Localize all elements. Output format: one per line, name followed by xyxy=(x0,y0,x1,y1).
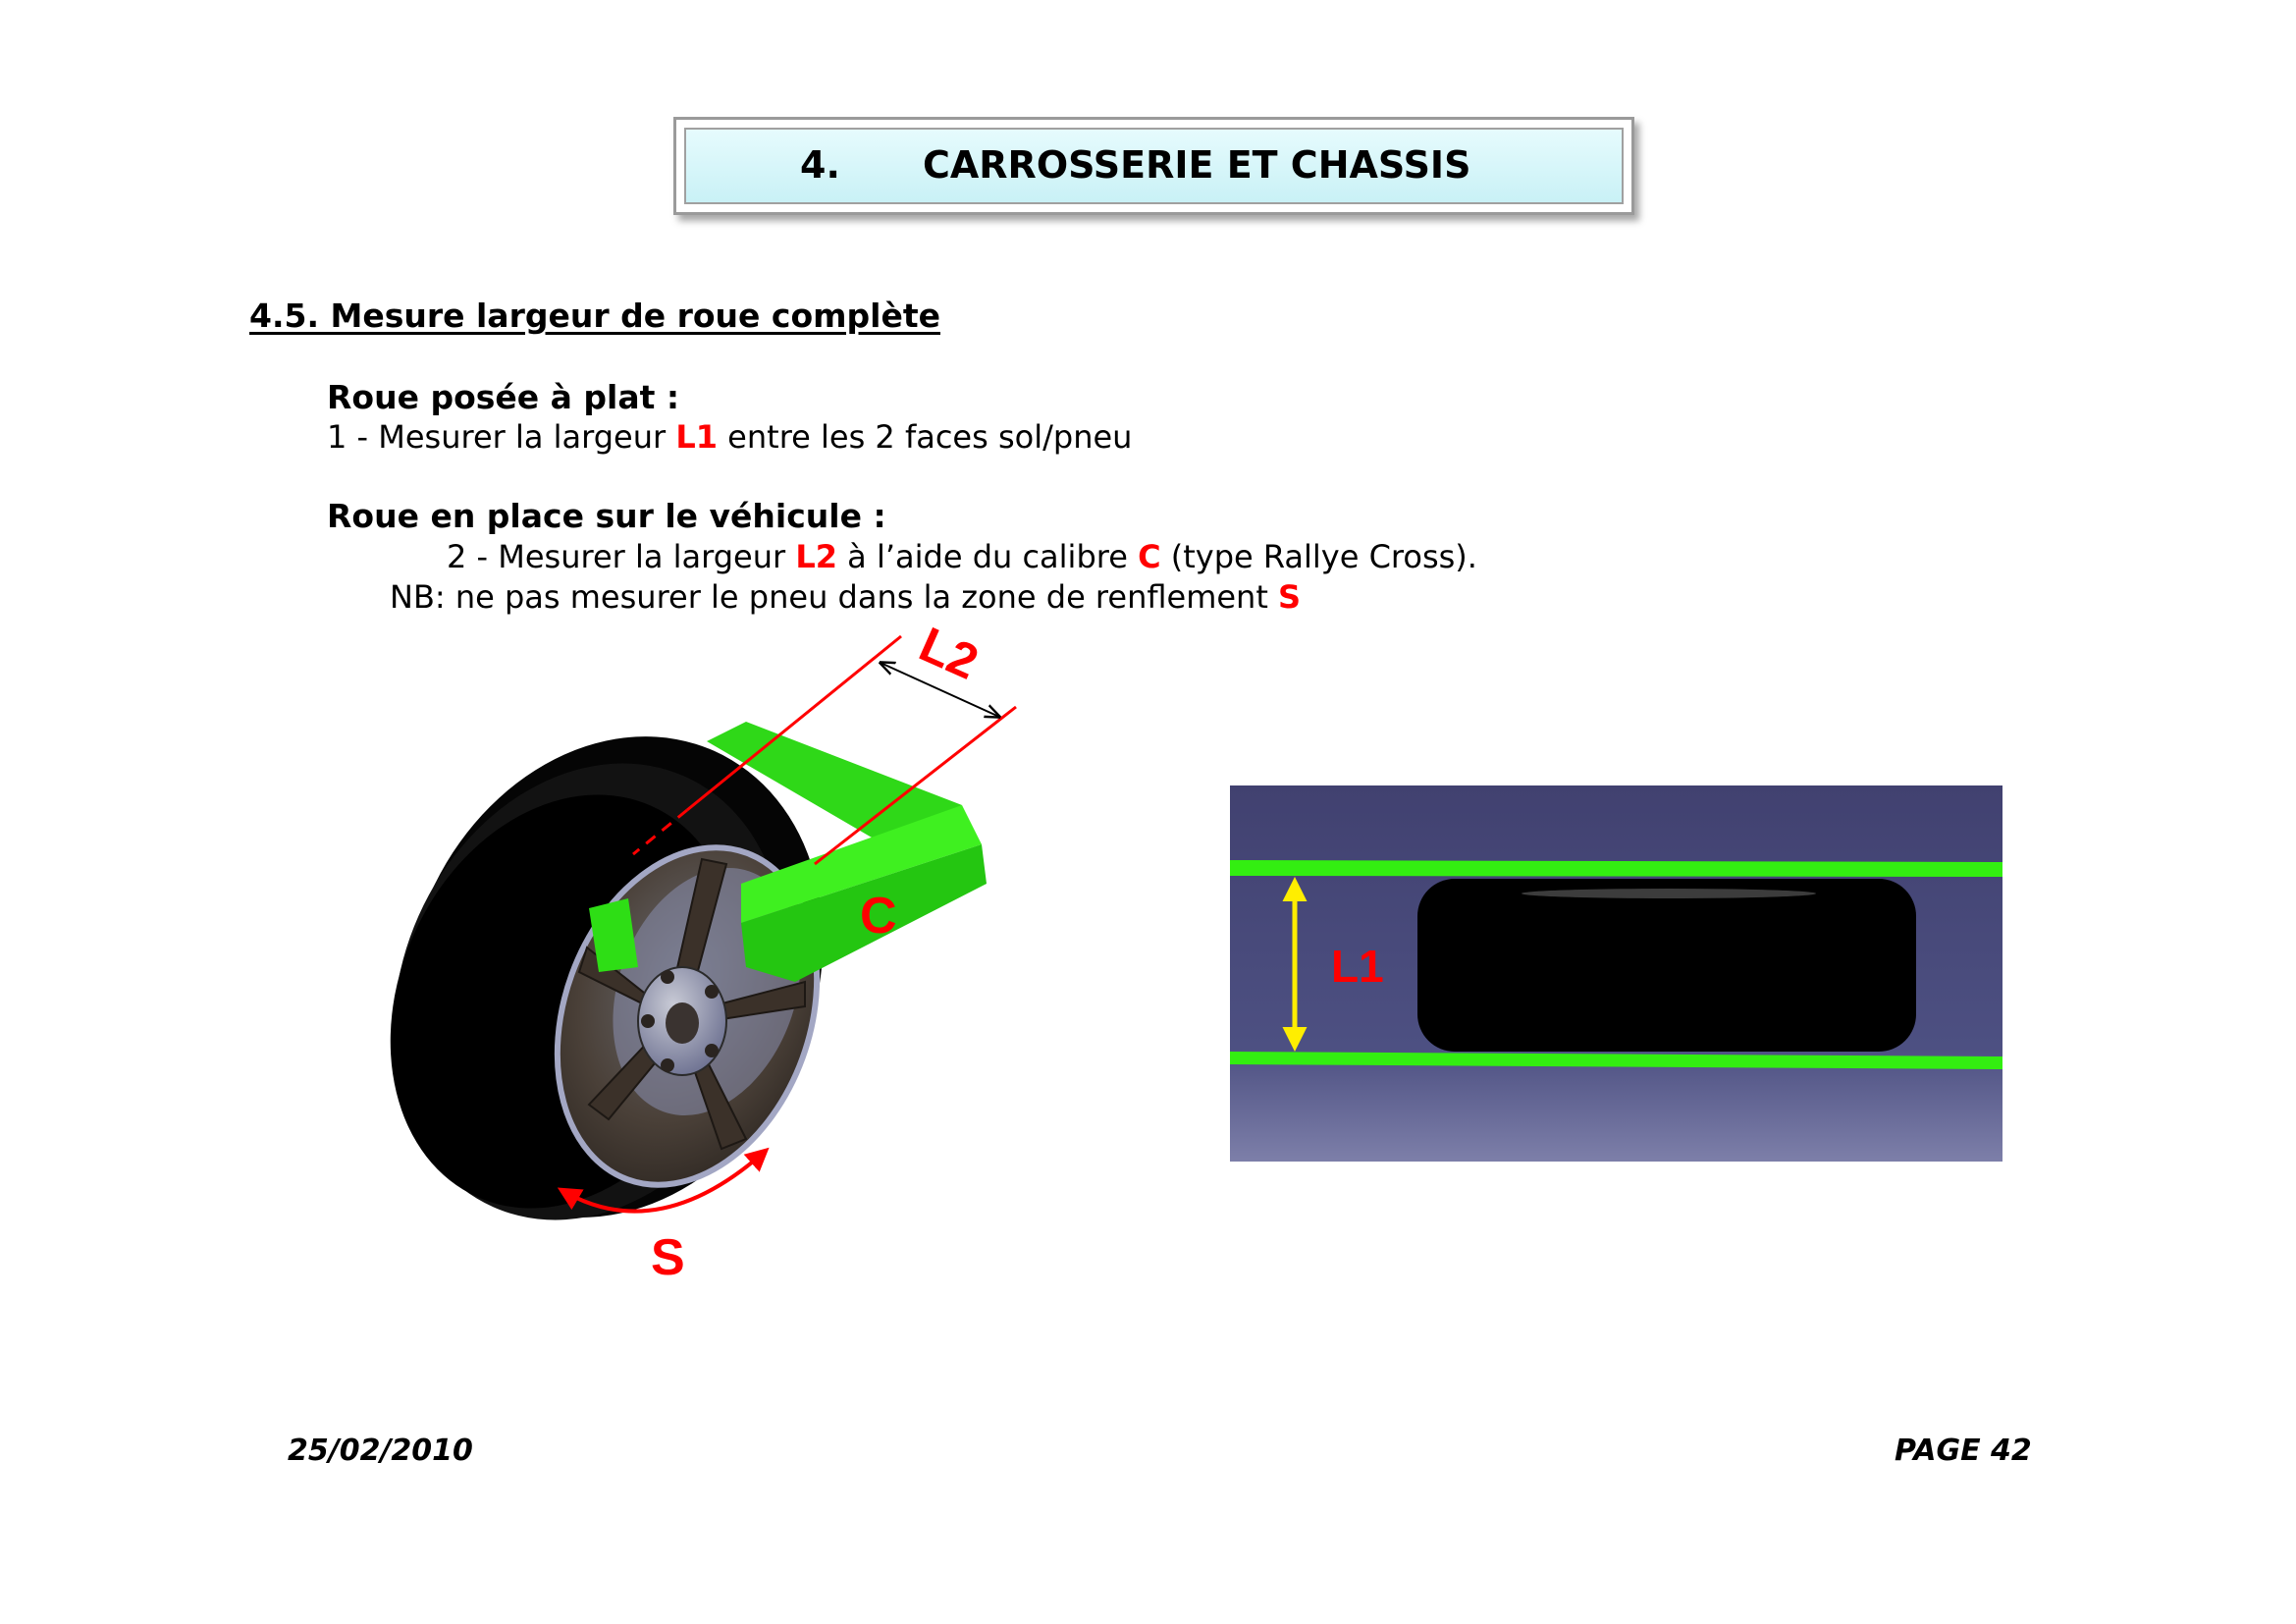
chapter-header-box xyxy=(673,117,1634,215)
chapter-title: CARROSSERIE ET CHASSIS xyxy=(923,143,1471,187)
section-title: 4.5. Mesure largeur de roue complète xyxy=(249,297,940,335)
vehicle-step: 2 - Mesurer la largeur L2 à l’aide du ca… xyxy=(447,538,1477,575)
label-l2: L2 xyxy=(912,617,987,690)
flat-step-suffix: entre les 2 faces sol/pneu xyxy=(718,418,1133,456)
lug-nuts xyxy=(641,970,719,1072)
flat-tyre-highlight xyxy=(1522,889,1816,898)
flat-step-code: L1 xyxy=(675,418,718,456)
lower-green-plate xyxy=(1230,1052,2002,1069)
label-s: S xyxy=(651,1229,685,1286)
l2-line-left xyxy=(686,634,902,812)
gauge-lower-arm xyxy=(589,898,638,972)
footer-page: PAGE 42 xyxy=(1895,1434,2032,1468)
flat-step: 1 - Mesurer la largeur L1 entre les 2 fa… xyxy=(327,418,1132,456)
nb-note: NB: ne pas mesurer le pneu dans la zone … xyxy=(390,578,1301,616)
vehicle-step-code2: C xyxy=(1138,538,1161,575)
l2-line-left-dashed xyxy=(632,808,688,856)
hub-cap xyxy=(666,1002,699,1044)
vehicle-step-mid: à l’aide du calibre xyxy=(837,538,1139,575)
vehicle-step-code: L2 xyxy=(795,538,837,575)
label-c: C xyxy=(860,888,897,945)
flat-tyre xyxy=(1417,879,1916,1052)
footer-date: 25/02/2010 xyxy=(288,1434,473,1468)
chapter-number: 4. xyxy=(800,143,840,187)
flat-step-prefix: 1 - Mesurer la largeur xyxy=(327,418,676,456)
gauge-back-face xyxy=(707,722,962,844)
upper-green-plate xyxy=(1230,860,2002,877)
vehicle-step-prefix: 2 - Mesurer la largeur xyxy=(447,538,796,575)
vehicle-step-suffix: (type Rallye Cross). xyxy=(1160,538,1477,575)
l2-dimension-arrow xyxy=(881,663,999,717)
gauge-front-face xyxy=(741,844,987,982)
vehicle-heading: Roue en place sur le véhicule : xyxy=(327,497,886,535)
l2-line-right xyxy=(814,705,1017,866)
gauge-top-face xyxy=(741,805,982,923)
nb-prefix: NB: ne pas mesurer le pneu dans la zone … xyxy=(390,578,1279,616)
s-bulge-arrow xyxy=(557,1147,770,1214)
flat-heading: Roue posée à plat : xyxy=(327,378,680,416)
chapter-header-inner xyxy=(684,128,1624,204)
label-l1: L1 xyxy=(1331,941,1384,992)
nb-code: S xyxy=(1278,578,1302,616)
